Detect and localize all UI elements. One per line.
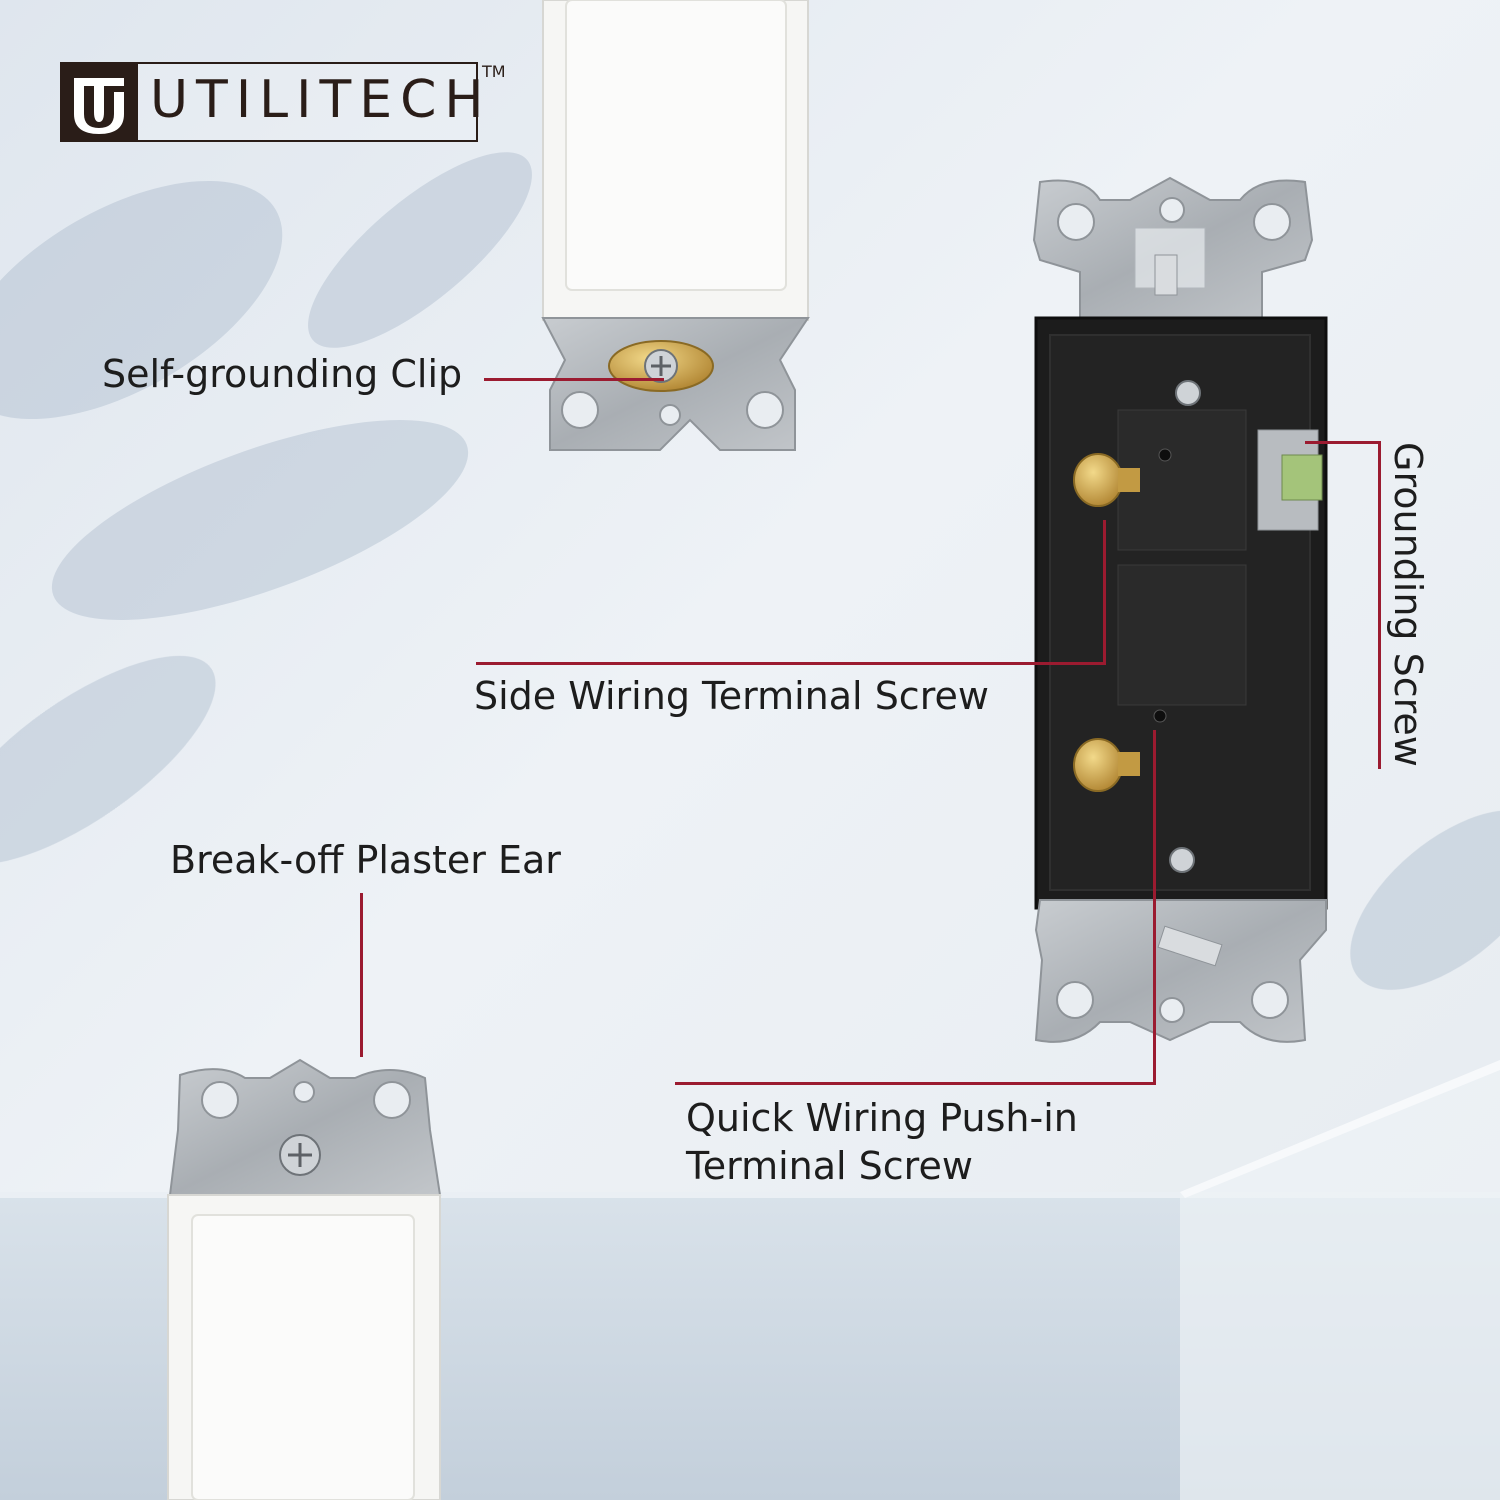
label-self-grounding-clip: Self-grounding Clip xyxy=(102,352,463,396)
leader-side-wiring-v xyxy=(1103,520,1106,665)
leader-grounding-screw-v xyxy=(1378,441,1381,769)
trademark-symbol: TM xyxy=(482,62,506,81)
leader-self-grounding-clip xyxy=(484,378,664,381)
logo-u-icon xyxy=(74,78,124,134)
top-switch-image xyxy=(541,0,810,451)
brand-logo: UTILITECH xyxy=(60,62,484,142)
leader-plaster-ear xyxy=(360,893,363,1057)
logo-mark-icon xyxy=(60,62,138,140)
bottom-switch-image xyxy=(167,1058,442,1500)
leader-quick-wiring-h xyxy=(675,1082,1156,1085)
back-switch-image xyxy=(1032,176,1328,1043)
label-side-wiring-terminal-screw: Side Wiring Terminal Screw xyxy=(474,674,989,718)
label-grounding-screw: Grounding Screw xyxy=(1386,442,1430,767)
leader-quick-wiring-v xyxy=(1153,730,1156,1085)
leader-grounding-screw-h xyxy=(1305,441,1381,444)
label-break-off-plaster-ear: Break-off Plaster Ear xyxy=(170,838,561,882)
label-quick-wiring-line1: Quick Wiring Push-in xyxy=(686,1096,1078,1140)
leader-side-wiring-h xyxy=(476,662,1106,665)
label-quick-wiring-line2: Terminal Screw xyxy=(686,1144,973,1188)
brand-name: UTILITECH xyxy=(150,70,492,130)
